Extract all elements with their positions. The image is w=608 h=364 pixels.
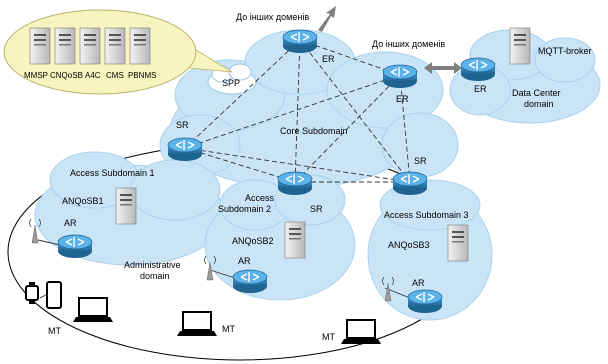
- label-er-dc: ER: [474, 84, 487, 94]
- label-to-other-domains-right: До інших доменів: [372, 39, 445, 49]
- server-mmsp: [29, 27, 51, 65]
- label-anqosb1: ANQoSB1: [62, 196, 104, 206]
- up-arrow-to-other-domains: [318, 6, 336, 32]
- server-a4c: [79, 27, 101, 65]
- label-ar-3: AR: [412, 278, 425, 288]
- label-spp: SPP: [222, 78, 240, 88]
- label-mt-1: MT: [48, 326, 61, 336]
- label-dc-line1: Data Center: [512, 88, 561, 98]
- router-er-top: [282, 29, 318, 54]
- label-sr-left: SR: [176, 120, 189, 130]
- label-core-subdomain: Core Subdomain: [280, 126, 348, 136]
- label-ar-2: AR: [238, 256, 251, 266]
- laptop-icon-2: [176, 311, 218, 337]
- server-anqosb3: [447, 224, 469, 262]
- server-cnqosb: [54, 27, 76, 65]
- router-sr-right: [392, 171, 428, 196]
- router-er-dc: [460, 57, 496, 82]
- router-ar-1: [57, 234, 93, 259]
- core-mesh-links: [184, 39, 411, 183]
- label-access-1: Access Subdomain 1: [70, 168, 155, 178]
- router-sr-left: [167, 137, 203, 162]
- label-access-2-line1: Access: [245, 193, 275, 203]
- label-mqtt-broker: MQTT-broker: [538, 46, 592, 56]
- label-mt-2: MT: [222, 324, 235, 334]
- router-ar-2: [232, 269, 268, 294]
- server-label-a4c: A4C: [85, 71, 101, 80]
- server-mqtt-broker: [509, 27, 531, 65]
- label-admin-line2: domain: [140, 271, 170, 281]
- smartwatch-icon: [25, 282, 39, 304]
- label-mt-3: MT: [322, 332, 335, 342]
- label-anqosb3: ANQoSB3: [388, 240, 430, 250]
- server-label-cnqosb: CNQoSB: [50, 71, 83, 80]
- phone-icon: [46, 281, 62, 309]
- label-er-top: ER: [322, 54, 335, 64]
- laptop-icon-1: [72, 297, 114, 323]
- server-label-mmsp: MMSP: [24, 71, 48, 80]
- label-to-other-domains-top: До інших доменів: [236, 12, 309, 22]
- server-pbnms: [129, 27, 151, 65]
- label-anqosb2: ANQoSB2: [232, 236, 274, 246]
- server-anqosb2: [284, 221, 306, 259]
- laptop-icon-3: [340, 319, 382, 345]
- router-er-right: [382, 64, 418, 89]
- server-label-cms: CMS: [106, 71, 124, 80]
- server-cms: [104, 27, 126, 65]
- double-arrow-er-to-dc: [424, 62, 462, 74]
- router-sr-mid: [277, 171, 313, 196]
- server-label-pbnms: PBNMS: [128, 71, 156, 80]
- server-anqosb1: [115, 187, 137, 225]
- access-subdomain-2-cloud: [204, 174, 356, 301]
- label-er-right: ER: [396, 94, 409, 104]
- label-admin-line1: Administrative: [124, 260, 181, 270]
- label-sr-mid: SR: [310, 204, 323, 214]
- label-ar-1: AR: [64, 218, 77, 228]
- label-access-3: Access Subdomain 3: [384, 210, 469, 220]
- label-sr-right: SR: [414, 156, 427, 166]
- label-dc-line2: domain: [524, 99, 554, 109]
- router-ar-3: [407, 289, 443, 314]
- label-access-2-line2: Subdomain 2: [218, 204, 271, 214]
